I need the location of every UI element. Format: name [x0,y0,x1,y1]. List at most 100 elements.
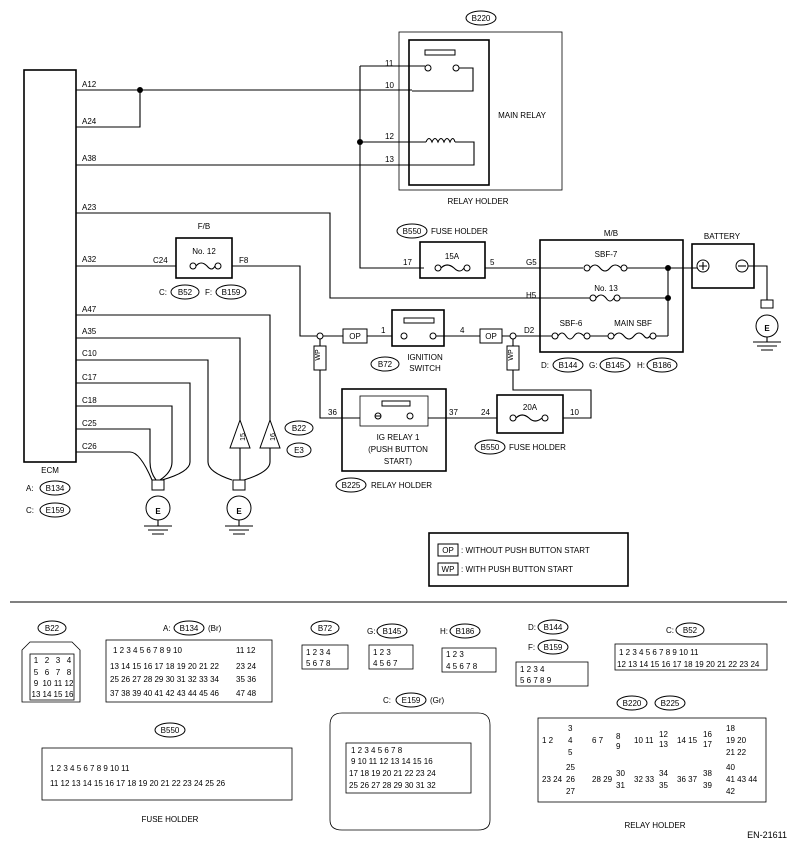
view-b225-label: B225 [661,699,680,708]
svg-text:3: 3 [568,724,573,733]
fuse-20a-pin-in: 24 [481,408,490,417]
mb-conn-b186: B186 [653,361,672,370]
svg-text:35 36: 35 36 [236,675,257,684]
ground-pin-16: 16 [270,433,277,441]
ecm-conn-b134 [39,480,71,496]
svg-text:31: 31 [616,781,625,790]
battery-label: BATTERY [704,232,741,241]
pin-c18: C18 [82,396,97,405]
svg-text:41 43 44: 41 43 44 [726,775,758,784]
svg-text:23 24: 23 24 [236,662,257,671]
figure-id: EN-21611 [747,830,787,840]
mb-conn-h-prefix: H: [637,361,645,370]
fb-box [175,237,233,279]
svg-text:39: 39 [703,781,712,790]
view-b144-label: B144 [544,623,563,632]
fb-conn-b159: B159 [222,288,241,297]
view-b550-label: B550 [161,726,180,735]
svg-text:1 2 3 4 5 6 7 8: 1 2 3 4 5 6 7 8 9 10 11 [50,764,130,773]
svg-text:16: 16 [65,690,74,699]
svg-text:3: 3 [56,656,61,665]
ground-1-label: E [155,507,161,516]
view-b145-pins: 1 2 34 5 6 7 [368,644,414,670]
view-e159-prefix: C: [383,696,391,705]
conn-b220-top-label: B220 [472,14,491,23]
view-b550-pins: 1 2 3 4 5 6 7 8 9 10 11 11 12 13 14 15 1… [41,747,293,801]
svg-text:4: 4 [67,656,72,665]
svg-text:12: 12 [659,730,668,739]
svg-text:6: 6 [45,668,50,677]
svg-text:9: 9 [34,679,39,688]
conn-b550-top [396,223,428,239]
main-relay-box [408,39,490,186]
op-tag-1 [342,328,368,344]
ig-relay-pin-36: 36 [328,408,337,417]
view-b144-prefix: D: [528,623,536,632]
mb-sbf7: SBF-7 [595,250,618,259]
ground-junction-16 [259,418,281,449]
ig-relay-pin-37: 37 [449,408,458,417]
svg-text:16: 16 [703,730,712,739]
svg-text:6 7: 6 7 [592,736,604,745]
relay-pin-13: 13 [385,155,394,164]
fuse-20a-holder-label: FUSE HOLDER [509,443,566,452]
fb-fuse-label: No. 12 [192,247,216,256]
view-relay-holder-label: RELAY HOLDER [624,821,685,830]
svg-text:21 22: 21 22 [726,748,747,757]
view-b52-label: B52 [683,626,698,635]
pin-c10: C10 [82,349,97,358]
view-b72-pins: 1 2 3 45 6 7 8 [301,644,349,670]
svg-text:7: 7 [56,668,61,677]
fuse-20a-label: 20A [523,403,538,412]
fuse-20a-conn-b550: B550 [481,443,500,452]
mb-main-sbf: MAIN SBF [614,319,652,328]
svg-text:26: 26 [566,775,575,784]
svg-text:4 5 6 7 8: 4 5 6 7 8 [446,662,478,671]
ignition-conn-b72: B72 [378,360,393,369]
fuse-holder-top-label: FUSE HOLDER [431,227,488,236]
svg-text:14: 14 [43,690,52,699]
ig-relay-label-3: START) [384,457,412,466]
ground-conn-e3: E3 [294,446,304,455]
op-tag-2 [479,328,503,344]
mb-conn-b145: B145 [606,361,625,370]
svg-text:18: 18 [726,724,735,733]
relay-contact [424,64,432,72]
pin-a24: A24 [82,117,97,126]
view-b134-prefix: A: [163,624,171,633]
svg-text:11 12: 11 12 [236,646,256,655]
mb-sbf6: SBF-6 [560,319,583,328]
svg-text:9 10 11 12 13 14 15 16: 9 10 11 12 13 14 15 16 [351,757,433,766]
mb-pin-h5: H5 [526,291,537,300]
wp-tag-1-label: WP [315,349,322,361]
svg-text:5 6 7 8 9: 5 6 7 8 9 [520,676,552,685]
ig-relay-conn-b225: B225 [342,481,361,490]
relay-holder-box [398,31,563,191]
view-b220-label: B220 [623,699,642,708]
svg-text:13: 13 [659,740,668,749]
ig-relay-label-2: (PUSH BUTTON [368,445,428,454]
view-b145-label: B145 [383,627,402,636]
relay-pin-10: 10 [385,81,394,90]
legend-op-text: : WITHOUT PUSH BUTTON START [461,546,590,555]
ignition-pin-4: 4 [460,326,465,335]
mb-conn-b144: B144 [559,361,578,370]
legend-wp-tag: WP [442,565,455,574]
fuse-20a-box [496,394,564,434]
view-e159-body [329,712,491,831]
legend-wp-text: : WITH PUSH BUTTON START [461,565,573,574]
view-b72-label: B72 [318,624,333,633]
svg-text:13: 13 [32,690,41,699]
fuse-15a-label: 15A [445,252,460,261]
view-b186-label: B186 [456,627,475,636]
svg-text:11: 11 [54,679,63,688]
ig-relay-label-1: IG RELAY 1 [377,433,420,442]
svg-text:25: 25 [566,763,575,772]
svg-text:13 14 15 16 17 18 19 20 21 22: 13 14 15 16 17 18 19 20 21 22 [110,662,220,671]
ground-2-label: E [236,507,242,516]
fb-pin-in: C24 [153,256,168,265]
svg-text:1 2 3 4: 1 2 3 4 [520,665,545,674]
svg-text:12 13 14 15 16 17 18 19 20 21: 12 13 14 15 16 17 18 19 20 21 22 23 24 [617,660,760,669]
